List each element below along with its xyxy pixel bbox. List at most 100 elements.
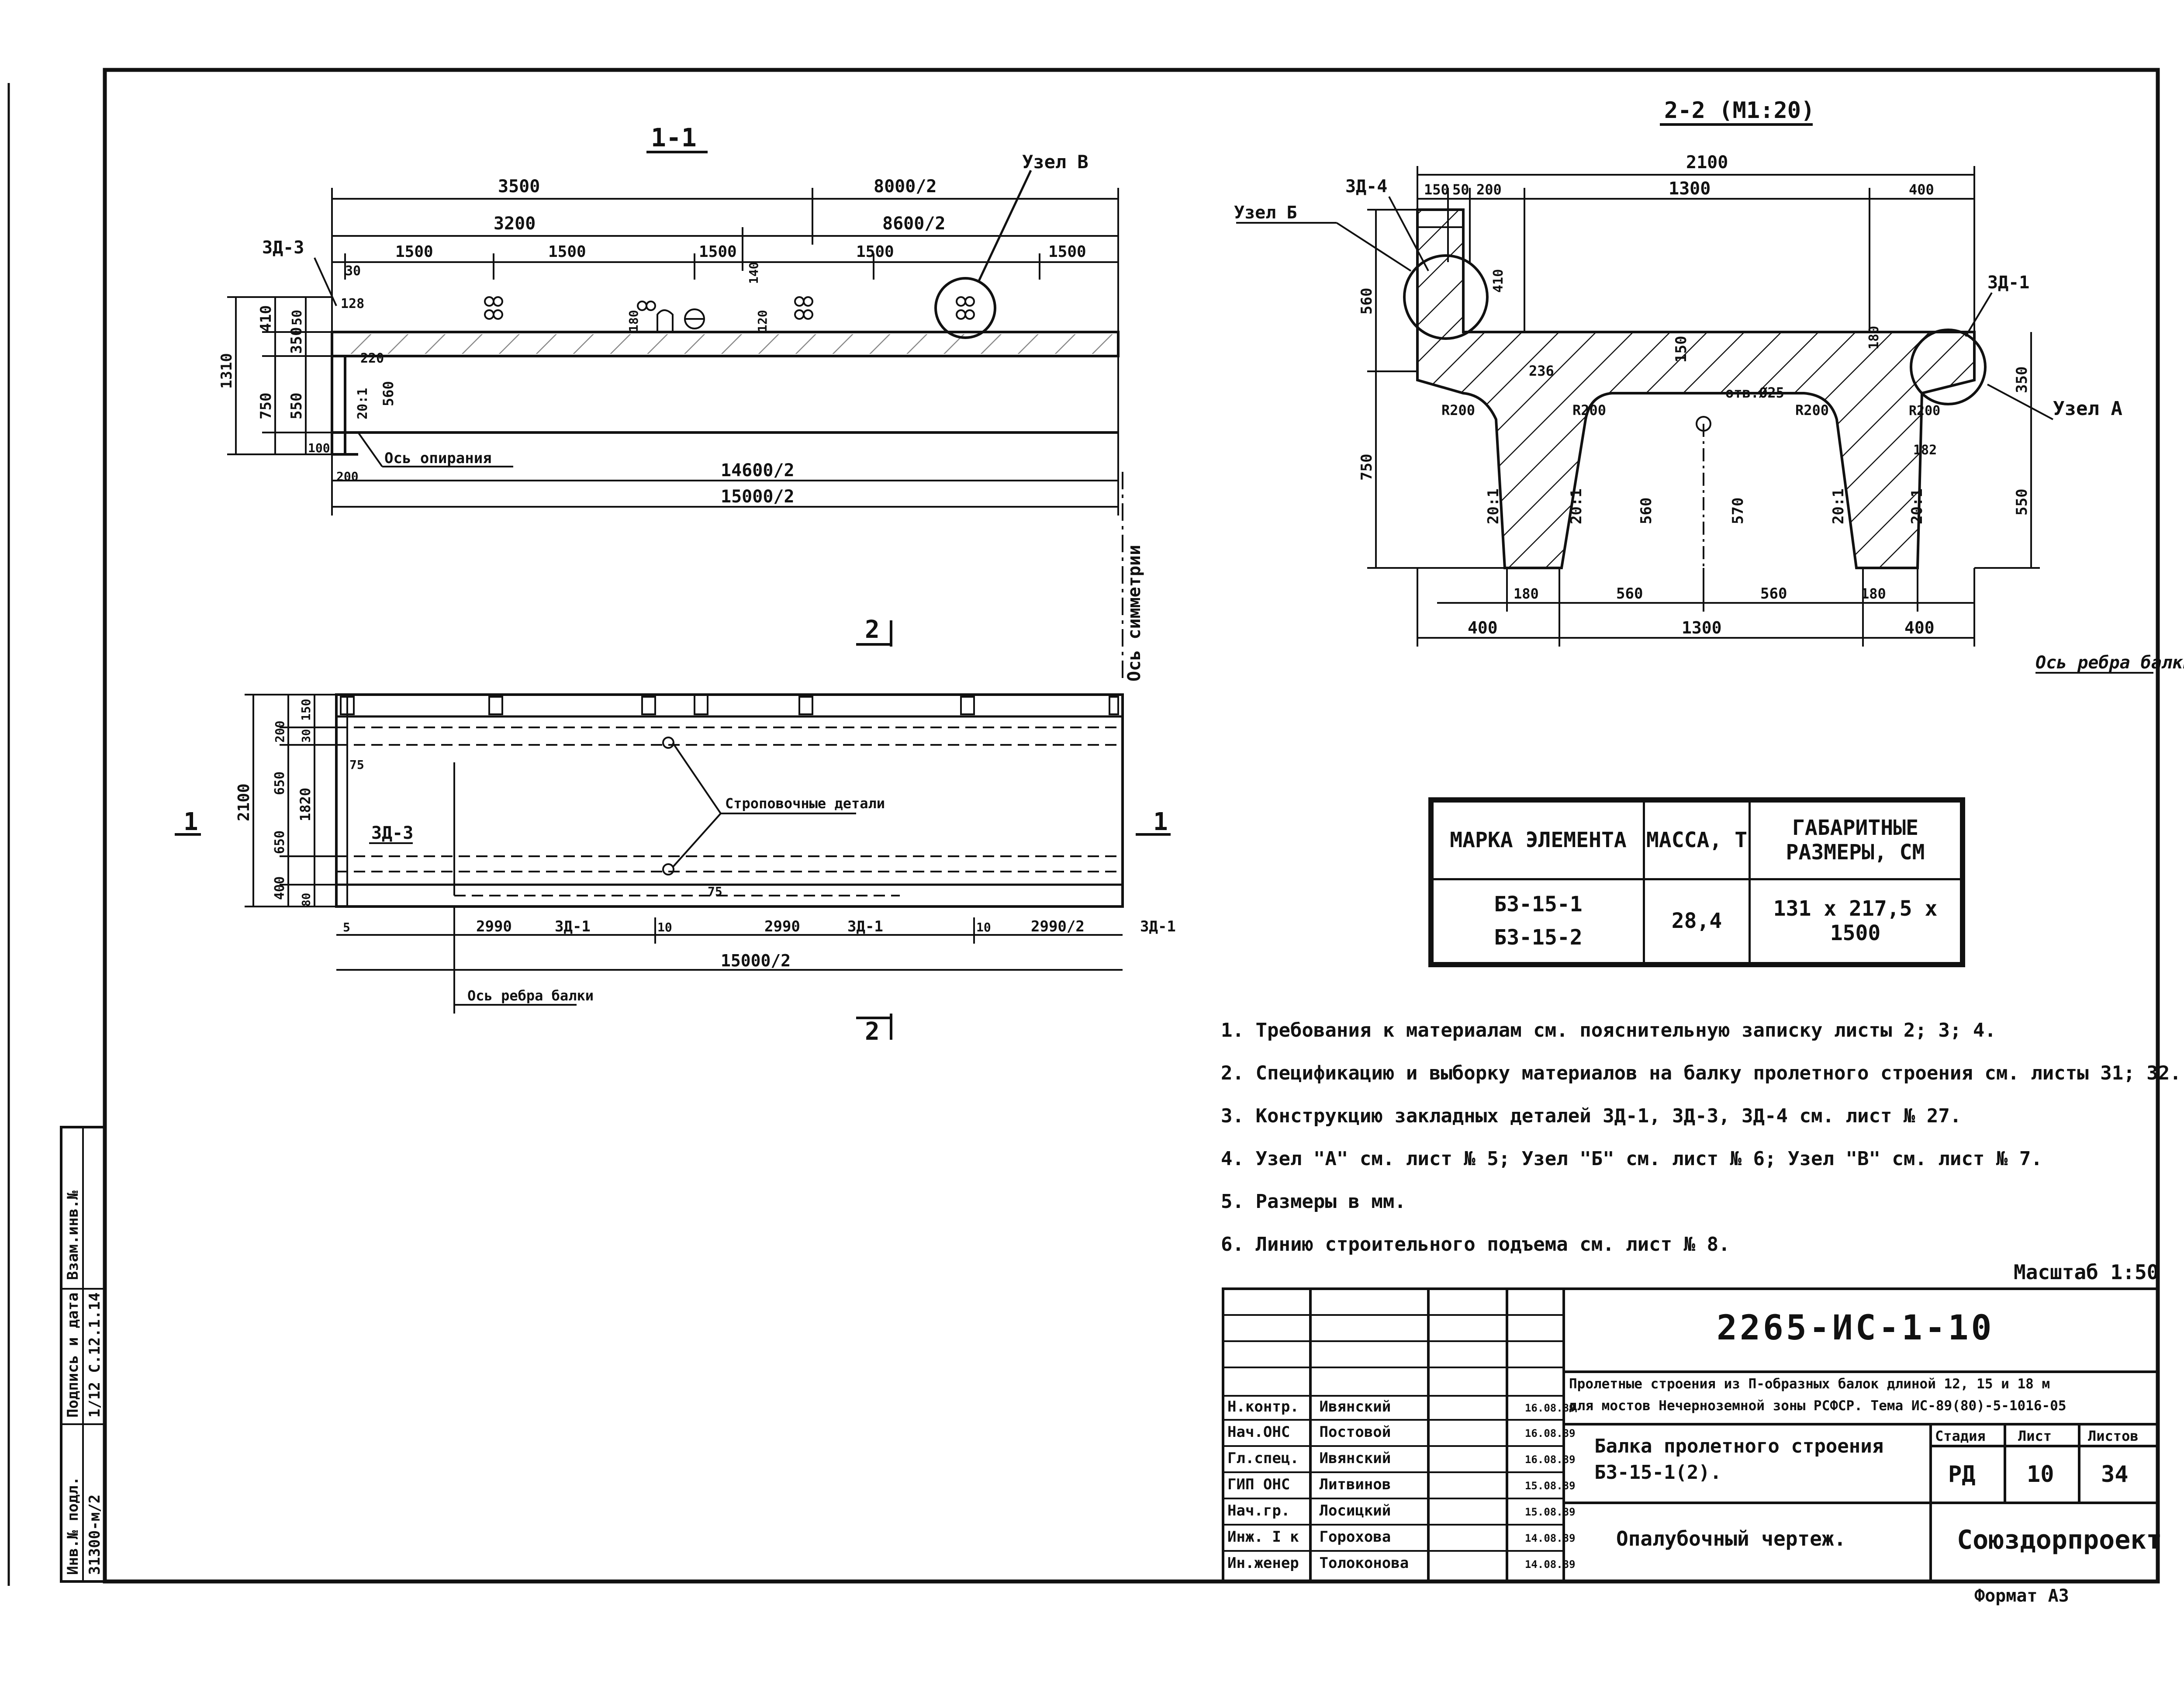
dim-3200: 3200 xyxy=(494,214,536,234)
plan-dim-10-a: 10 xyxy=(657,920,672,934)
note-4: 4. Узел "А" см. лист № 5; Узел "Б" см. л… xyxy=(1221,1148,2042,1170)
plan-dim-80: 80 xyxy=(300,893,313,907)
dim22-2100: 2100 xyxy=(1686,152,1728,173)
axis-support-label: Ось опирания xyxy=(384,450,492,467)
zd1-label-2-2: ЗД-1 xyxy=(1987,273,2029,293)
note-2: 2. Спецификацию и выборку материалов на … xyxy=(1221,1062,2181,1084)
plan-dim-5: 5 xyxy=(343,920,350,934)
dim-220: 220 xyxy=(360,351,384,366)
sig-row-7: Ин.женер Толоконова 14.08.89 xyxy=(1227,1554,1576,1572)
dim-750: 750 xyxy=(257,393,275,419)
sig-date: 15.08.89 xyxy=(1524,1506,1576,1518)
sheet-title-2: Б3-15-1(2). xyxy=(1594,1461,1722,1484)
plan-dim-2100: 2100 xyxy=(235,783,253,821)
dim-128: 128 xyxy=(341,296,364,311)
sheet-header: Лист xyxy=(2018,1428,2052,1444)
plan-dim-2990h: 2990/2 xyxy=(1031,918,1085,935)
lifting-holes-1-1 xyxy=(484,296,975,332)
doc-code: 2265-ИС-1-10 xyxy=(1717,1308,1994,1348)
project-line-2: для мостов Нечерноземной зоны РСФСР. Тем… xyxy=(1569,1398,2067,1414)
note-3: 3. Конструкцию закладных деталей ЗД-1, З… xyxy=(1221,1105,1962,1127)
vert-dims-1-1 xyxy=(227,296,332,455)
note-5: 5. Размеры в мм. xyxy=(1221,1190,1406,1213)
sig-row-2: Нач.ОНС Постовой 16.08.89 xyxy=(1227,1423,1576,1441)
plan-dim-10-b: 10 xyxy=(976,920,991,934)
sig-name: Литвинов xyxy=(1319,1476,1391,1493)
drawing-type: Опалубочный чертеж. xyxy=(1616,1527,1846,1550)
sig-role: Нач.гр. xyxy=(1227,1502,1290,1519)
dim-1500-e: 1500 xyxy=(1048,243,1086,261)
dim22-350: 350 xyxy=(2013,367,2031,393)
sheets-header: Листов xyxy=(2088,1428,2139,1444)
zd3-label-plan: ЗД-3 xyxy=(371,823,413,843)
side-stamp: Взам.инв.№ Подпись и дата Инв.№ подл. 1/… xyxy=(60,1126,106,1583)
dim22-400-br: 400 xyxy=(1904,618,1935,637)
sig-row-3: Гл.спец. Ивянский 16.08.89 xyxy=(1227,1450,1576,1467)
sig-row-4: ГИП ОНС Литвинов 15.08.89 xyxy=(1227,1476,1576,1493)
org-name: Союздорпроект xyxy=(1957,1525,2162,1555)
axis-rib-label-plan: Ось ребра балки xyxy=(467,987,594,1004)
plan-dim-75-b: 75 xyxy=(708,884,722,899)
dim22-180-bl: 180 xyxy=(1514,585,1539,602)
dim-560-1-1: 560 xyxy=(380,381,397,406)
spec-mass: 28,4 xyxy=(1643,878,1751,965)
dim22-180: 180 xyxy=(1866,326,1882,349)
section-2-2: 2-2 (М1:20) 2100 150 50 200 1300 400 Узе… xyxy=(1234,97,2184,674)
plan-dim-75: 75 xyxy=(349,758,364,772)
plan-dim-15000: 15000/2 xyxy=(721,951,791,970)
section-1-1: 1-1 3500 8000/2 3200 8600/2 1500 1500 15… xyxy=(218,123,1144,682)
plan-dim-400: 400 xyxy=(272,876,287,900)
stage-header: Стадия xyxy=(1935,1428,1986,1444)
sig-role: Ин.женер xyxy=(1227,1554,1299,1572)
dim-100: 100 xyxy=(308,441,330,455)
spec-h-mass: МАССА, Т xyxy=(1643,800,1751,880)
plan-marker-2-top: 2 xyxy=(865,616,880,644)
dim22-550: 550 xyxy=(2013,489,2031,516)
dim-1310: 1310 xyxy=(218,353,235,389)
sig-date: 16.08.89 xyxy=(1524,1402,1576,1414)
sig-name: Постовой xyxy=(1319,1423,1391,1441)
plan-view: 2 2100 xyxy=(175,616,1176,1046)
dim22-150b: 150 xyxy=(1673,336,1690,363)
dim22-236: 236 xyxy=(1529,363,1554,379)
dim-50: 50 xyxy=(290,310,305,325)
dim-3500: 3500 xyxy=(498,176,540,197)
dim22-400-bl: 400 xyxy=(1468,618,1498,637)
spec-marks: Б3-15-1 Б3-15-2 xyxy=(1431,878,1645,965)
spec-mark-1: Б3-15-1 xyxy=(1494,892,1583,917)
dim22-50: 50 xyxy=(1452,181,1469,198)
sig-role: Нач.ОНС xyxy=(1227,1423,1290,1441)
dim22-182: 182 xyxy=(1913,443,1937,458)
sig-name: Ивянский xyxy=(1319,1450,1391,1467)
sig-name: Толоконова xyxy=(1319,1554,1409,1572)
lifting-parts-label: Строповочные детали xyxy=(725,795,885,812)
sig-date: 14.08.89 xyxy=(1524,1532,1576,1544)
axis-rib-label-2-2: Ось ребра балки xyxy=(2035,653,2184,673)
spec-table: МАРКА ЭЛЕМЕНТА МАССА, Т ГАБАРИТНЫЕ РАЗМЕ… xyxy=(1428,797,1965,967)
slope22-b: 20:1 xyxy=(1568,488,1585,524)
dim22-150: 150 xyxy=(1424,181,1449,198)
sheet-value: 10 xyxy=(2027,1461,2054,1488)
dim-550: 550 xyxy=(288,393,305,419)
note-6: 6. Линию строительного подъема см. лист … xyxy=(1221,1233,1730,1256)
sig-name: Лосицкий xyxy=(1319,1502,1391,1519)
dim-8600: 8600/2 xyxy=(882,214,946,234)
dim-1500-d: 1500 xyxy=(856,243,894,261)
dim22-560: 560 xyxy=(1358,288,1375,315)
uzel-b-label: Узел Б xyxy=(1234,203,1297,223)
dim-lines-1-1 xyxy=(331,188,1119,516)
sig-date: 16.08.89 xyxy=(1524,1427,1576,1439)
dim22-r200-c: R200 xyxy=(1795,402,1829,419)
plan-dim-200: 200 xyxy=(273,720,287,743)
dim-1500-c: 1500 xyxy=(699,243,737,261)
slope22-c: 20:1 xyxy=(1830,488,1847,524)
sig-date: 15.08.89 xyxy=(1524,1480,1576,1492)
axis-symmetry-label: Ось симметрии xyxy=(1124,545,1144,682)
sig-name: Ивянский xyxy=(1319,1398,1391,1415)
dim22-r200-a: R200 xyxy=(1441,402,1475,419)
spec-h-mark: МАРКА ЭЛЕМЕНТА xyxy=(1431,800,1645,880)
dim-1500-b: 1500 xyxy=(548,243,586,261)
uzel-a-circle xyxy=(1910,329,1987,405)
uzel-a-label: Узел А xyxy=(2053,398,2122,420)
dim-1500-a: 1500 xyxy=(395,243,433,261)
